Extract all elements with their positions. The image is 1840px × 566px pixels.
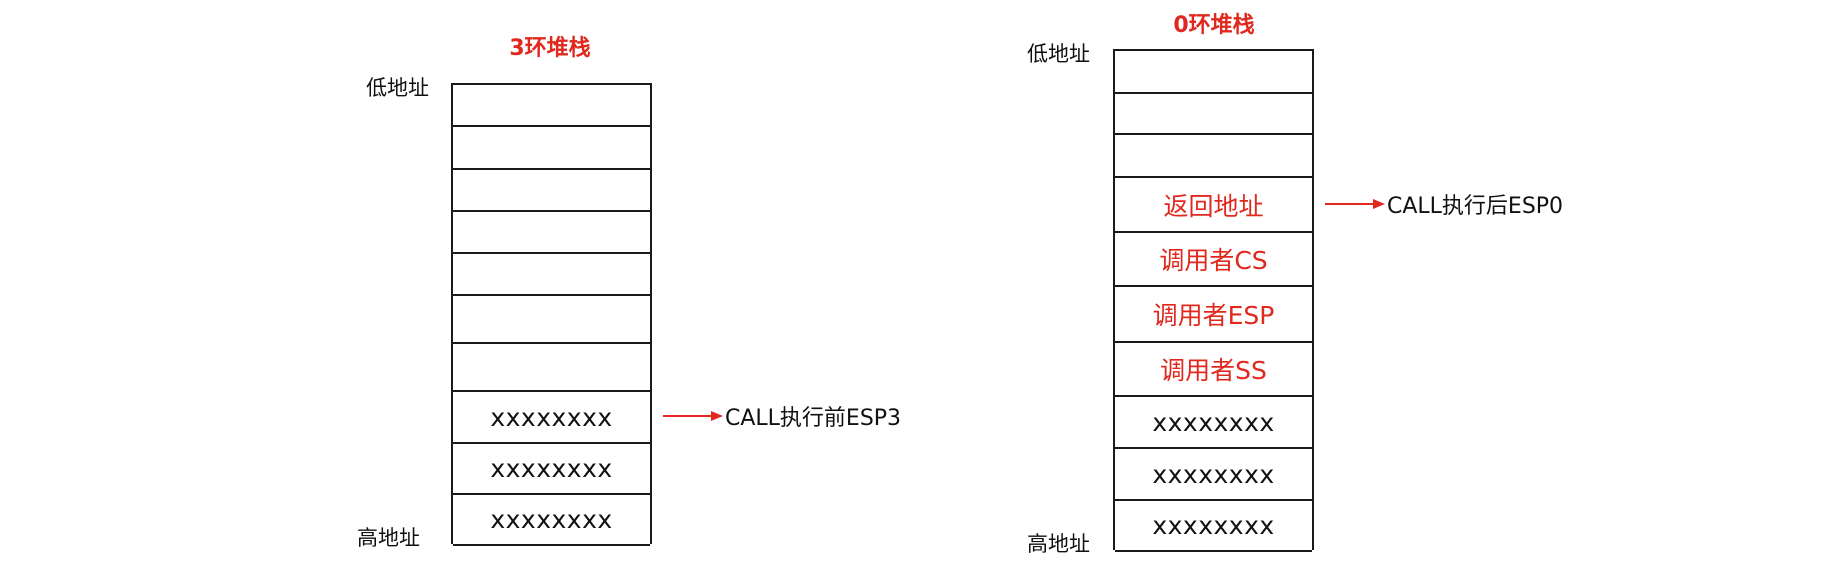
ring0-stack-cell: xxxxxxxx bbox=[1115, 501, 1312, 552]
ring3-stack: xxxxxxxx xxxxxxxx xxxxxxxx bbox=[451, 83, 652, 546]
ring0-stack-cell-return-address: 返回地址 bbox=[1115, 178, 1312, 233]
ring3-stack-cell: xxxxxxxx bbox=[453, 392, 650, 444]
ring0-stack-cell: xxxxxxxx bbox=[1115, 449, 1312, 501]
ring0-stack-cell bbox=[1115, 51, 1312, 94]
ring3-esp-pointer-label: CALL执行前ESP3 bbox=[725, 406, 902, 431]
ring0-esp-pointer: CALL执行后ESP0 bbox=[1325, 188, 1563, 220]
ring3-stack-cell bbox=[453, 344, 650, 392]
ring0-stack-cell: xxxxxxxx bbox=[1115, 397, 1312, 449]
ring0-stack-title: 0环堆栈 bbox=[1173, 13, 1255, 38]
ring3-stack-cell bbox=[453, 254, 650, 296]
ring0-esp-pointer-label: CALL执行后ESP0 bbox=[1387, 194, 1564, 219]
ring0-stack-cell bbox=[1115, 135, 1312, 178]
ring0-stack-cell-caller-ss: 调用者SS bbox=[1115, 343, 1312, 397]
arrow-right-icon bbox=[1325, 199, 1385, 209]
ring0-low-address-label: 低地址 bbox=[1027, 42, 1090, 66]
ring0-stack-cell-caller-cs: 调用者CS bbox=[1115, 233, 1312, 287]
ring3-stack-cell bbox=[453, 296, 650, 344]
ring3-stack-cell: xxxxxxxx bbox=[453, 495, 650, 546]
ring3-stack-cell bbox=[453, 170, 650, 212]
ring0-stack: 返回地址 调用者CS 调用者ESP 调用者SS xxxxxxxx xxxxxxx… bbox=[1113, 49, 1314, 552]
ring3-stack-title: 3环堆栈 bbox=[509, 36, 591, 61]
ring3-high-address-label: 高地址 bbox=[357, 526, 420, 550]
ring3-low-address-label: 低地址 bbox=[366, 76, 429, 100]
ring3-stack-cell bbox=[453, 127, 650, 170]
arrow-right-icon bbox=[663, 411, 723, 421]
ring0-high-address-label: 高地址 bbox=[1027, 532, 1090, 556]
ring3-stack-cell bbox=[453, 212, 650, 254]
ring3-stack-cell bbox=[453, 85, 650, 127]
ring0-stack-cell bbox=[1115, 94, 1312, 135]
ring3-stack-cell: xxxxxxxx bbox=[453, 444, 650, 495]
ring3-esp-pointer: CALL执行前ESP3 bbox=[663, 400, 901, 432]
ring0-stack-cell-caller-esp: 调用者ESP bbox=[1115, 287, 1312, 343]
